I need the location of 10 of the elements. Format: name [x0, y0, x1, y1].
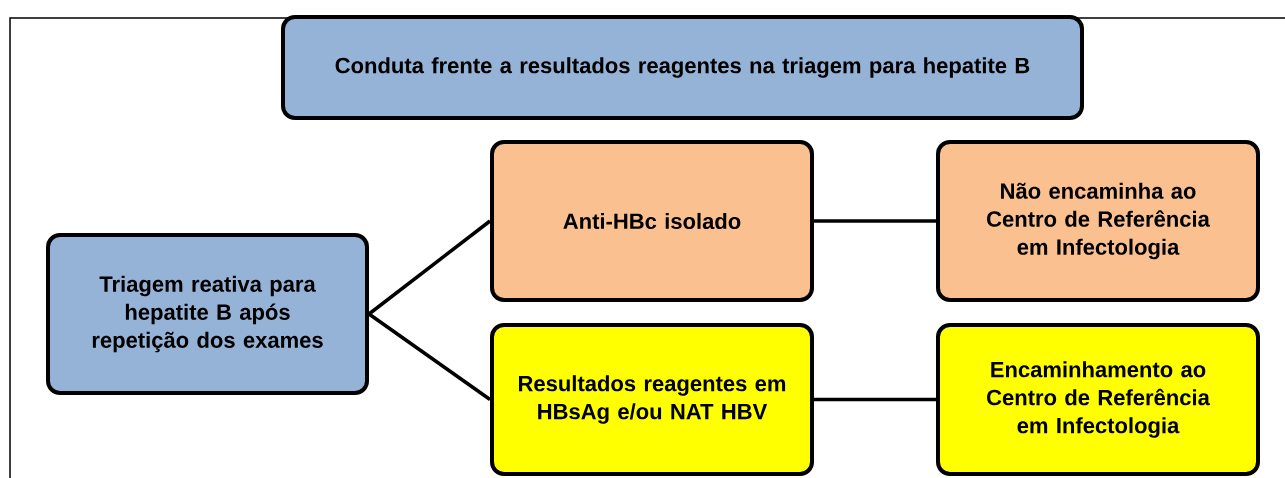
process-box: Encaminhamento ao Centro de Referência em Infectologia — [936, 323, 1260, 476]
process-box: Resultados reagentes em HBsAg e/ou NAT HBV — [490, 323, 814, 476]
connector-line — [814, 219, 936, 223]
process-box: Não encaminha ao Centro de Referência em Infectologia — [936, 140, 1260, 302]
connector-line — [367, 219, 492, 316]
title-box: Conduta frente a resultados reagentes na triagem para hepatite B — [281, 15, 1084, 120]
process-box: Anti-HBc isolado — [490, 140, 814, 302]
connector-line — [814, 397, 936, 402]
connector-line — [368, 312, 491, 401]
process-box: Triagem reativa para hepatite B após repetição dos exames — [46, 233, 369, 395]
